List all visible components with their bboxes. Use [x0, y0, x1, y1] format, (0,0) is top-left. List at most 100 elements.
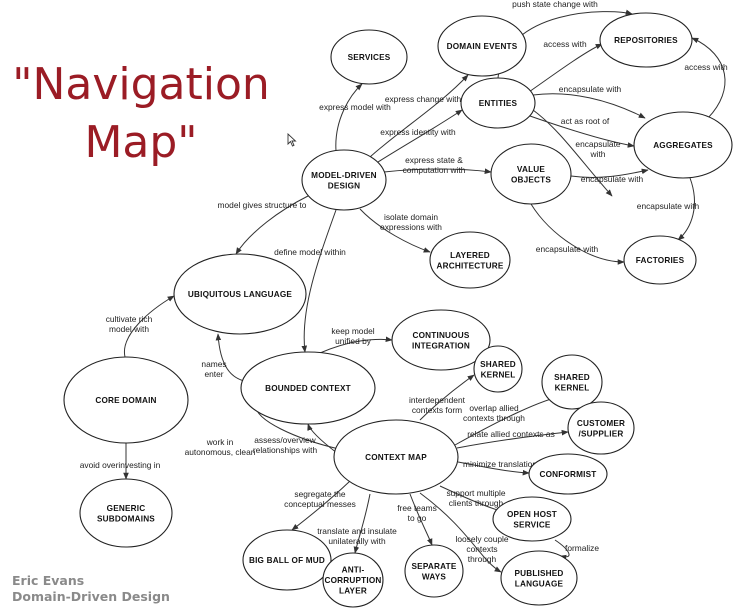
encapsulate-with-1-edge: encapsulate with	[532, 84, 646, 119]
aggregates-node-shape	[633, 111, 733, 179]
published-language-node-shape	[500, 550, 578, 606]
anti-corruption-layer-node-label: CORRUPTION	[324, 576, 381, 585]
encapsulate-with-5-edge-line	[530, 203, 625, 265]
isolate-domain-edge-label: expressions with	[380, 222, 442, 232]
avoid-overinvesting-in-edge-label: avoid overinvesting in	[80, 460, 161, 470]
segregate-edge-label: conceptual messes	[284, 499, 356, 509]
access-with-2-edge: access with	[684, 37, 728, 119]
shared-kernel-node-2-label: KERNEL	[555, 383, 590, 392]
express-change-with-edge-line	[369, 74, 469, 158]
isolate-domain-edge-line	[359, 208, 431, 253]
core-domain-node-label: CORE DOMAIN	[95, 396, 156, 405]
shared-kernel-node-2-label: SHARED	[554, 373, 590, 382]
interdependent-contexts-form-edge-label: contexts form	[412, 405, 462, 415]
support-multiple-edge-label: clients through	[449, 498, 504, 508]
express-change-with-edge: express change with	[369, 74, 469, 158]
encapsulate-with-4-edge-line	[677, 177, 695, 241]
factories-node-label: FACTORIES	[636, 256, 685, 265]
segregate-edge-line	[291, 480, 351, 531]
relate-allied-contexts-as-edge-line	[456, 429, 569, 449]
entities-node-shape	[460, 77, 536, 129]
services-node-label: SERVICES	[348, 53, 391, 62]
free-teams-to-go-edge-line	[409, 493, 433, 546]
express-state-edge-line	[383, 168, 492, 174]
separate-ways-node-label: SEPARATE	[412, 562, 457, 571]
core-domain-node-shape	[63, 356, 189, 444]
continuous-integration-node-shape	[391, 309, 491, 371]
assess-overview-edge-label: assess/overview	[254, 435, 316, 445]
aggregates-node: AGGREGATES	[633, 111, 733, 179]
define-model-within-edge-label: define model within	[274, 247, 346, 257]
entities-node-label: ENTITIES	[479, 99, 518, 108]
layered-architecture-node-shape	[429, 231, 511, 289]
interdependent-contexts-form-edge-line	[419, 374, 475, 421]
keep-model-unified-by-edge-label: keep model	[331, 326, 374, 336]
core-domain-node: CORE DOMAIN	[63, 356, 189, 444]
assess-overview-edge-line	[307, 423, 338, 454]
relate-allied-contexts-as-edge: relate allied contexts as	[456, 429, 569, 449]
big-ball-of-mud-node-label: BIG BALL OF MUD	[249, 556, 325, 565]
overlap-allied-edge-label: contexts through	[463, 413, 525, 423]
customer-supplier-node-label: CUSTOMER	[577, 419, 625, 428]
names-enter-edge-label: enter	[204, 369, 223, 379]
conformist-node-shape	[528, 453, 608, 495]
ubiquitous-language-node: UBIQUITOUS LANGUAGE	[173, 253, 307, 335]
repositories-node: REPOSITORIES	[599, 12, 693, 68]
express-state-edge: express state &computation with	[383, 155, 492, 175]
published-language-node-label: LANGUAGE	[515, 579, 564, 588]
express-identity-with-edge-label: express identity with	[380, 127, 456, 137]
names-enter-edge-label: names	[201, 359, 226, 369]
express-model-with-edge-label: express model with	[319, 102, 391, 112]
minimize-translation-edge-line	[457, 461, 530, 476]
model-driven-design-node-shape	[301, 149, 387, 211]
ubiquitous-language-node-label: UBIQUITOUS LANGUAGE	[188, 290, 293, 299]
express-identity-with-edge-line	[377, 109, 463, 163]
translate-and-insulate-edge-label: translate and insulate	[317, 526, 397, 536]
anti-corruption-layer-node-label: LAYER	[339, 587, 367, 596]
shared-kernel-node-1-shape	[473, 345, 523, 393]
cultivate-rich-model-with-edge-line	[124, 295, 175, 358]
bounded-context-node: BOUNDED CONTEXT	[240, 351, 376, 425]
act-as-root-of-edge: act as root of	[529, 115, 635, 148]
encapsulate-with-2-edge-label: with	[590, 149, 606, 159]
page-title: "Navigation Map"	[6, 56, 276, 172]
work-in-autonomous-edge-label: work in	[206, 437, 234, 447]
generic-subdomains-node-shape	[79, 478, 173, 548]
big-ball-of-mud-node: BIG BALL OF MUD	[242, 529, 332, 591]
customer-supplier-node-label: /SUPPLIER	[578, 429, 623, 438]
separate-ways-node-label: WAYS	[422, 572, 446, 581]
loosely-couple-edge-label: contexts	[466, 544, 497, 554]
shared-kernel-node-2-shape	[541, 354, 603, 410]
conformist-node-label: CONFORMIST	[539, 470, 596, 479]
title-line-1: "Navigation	[12, 59, 270, 110]
access-with-2-edge-line	[691, 37, 726, 119]
access-with-2-edge-label: access with	[684, 62, 728, 72]
entities-node: ENTITIES	[460, 77, 536, 129]
encapsulate-with-4-edge: encapsulate with	[637, 177, 700, 241]
conformist-node: CONFORMIST	[528, 453, 608, 495]
domain-events-node: DOMAIN EVENTS	[437, 15, 527, 77]
generic-subdomains-node-label: GENERIC	[107, 504, 146, 513]
layered-architecture-node-label: ARCHITECTURE	[437, 261, 504, 270]
value-objects-node-label: VALUE	[517, 165, 545, 174]
encapsulate-with-3-edge: encapsulate with	[570, 168, 649, 184]
encapsulate-with-2-edge-label: encapsulate	[575, 139, 621, 149]
context-map-node-label: CONTEXT MAP	[365, 453, 427, 462]
encapsulate-with-2-edge-line	[532, 109, 613, 197]
cultivate-rich-model-with-edge-label: model with	[109, 324, 149, 334]
